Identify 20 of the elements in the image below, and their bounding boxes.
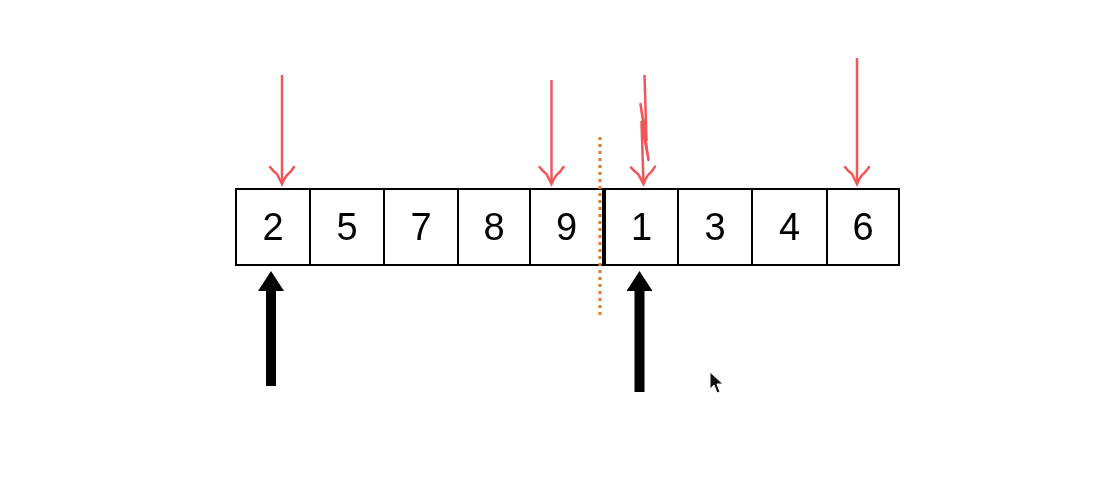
array-cell [309,188,385,266]
number: 2 [262,205,284,249]
number: 7 [410,205,432,249]
number: 4 [778,205,801,249]
thick-arrow [626,271,653,392]
number: 8 [483,205,505,249]
number: 3 [704,205,726,249]
array-cell [457,188,531,266]
array-cell [751,188,828,266]
thick-arrow [258,271,284,386]
array-cell [604,188,679,266]
number: 1 [630,205,653,249]
array-cell [235,188,311,266]
number: 9 [555,205,578,249]
array-cell [383,188,459,266]
array-cell [677,188,753,266]
number: 5 [336,205,358,249]
array-cell [529,188,604,266]
number: 6 [852,205,874,249]
array-cell [826,188,900,266]
